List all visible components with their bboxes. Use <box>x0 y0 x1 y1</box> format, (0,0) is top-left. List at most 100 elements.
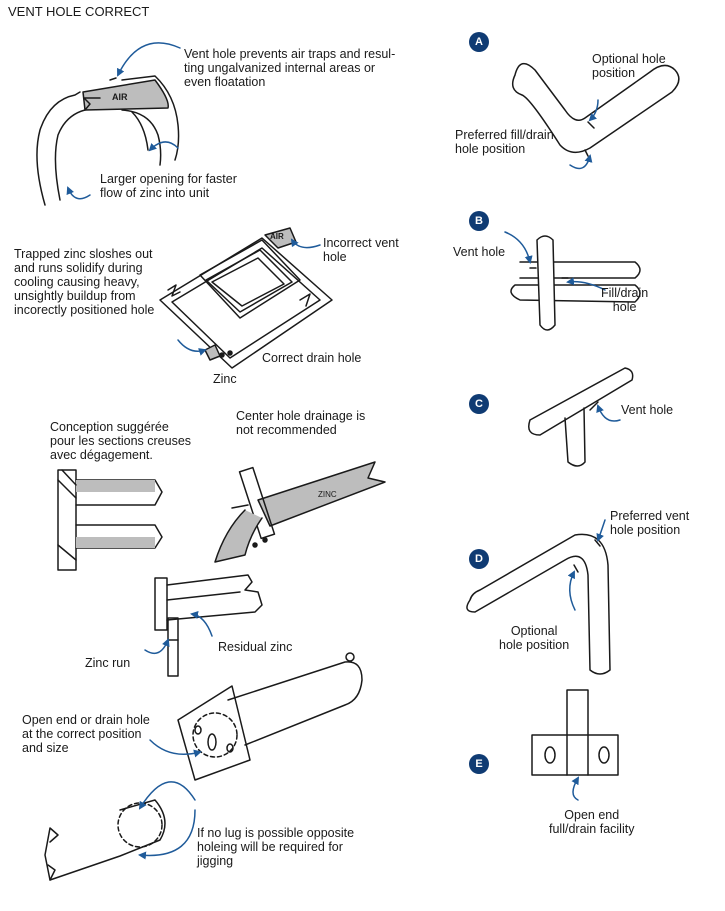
incorrect-vent-label: Incorrect vent hole <box>323 236 399 264</box>
tube-inner-wall-right <box>121 109 162 166</box>
diagram-e <box>531 689 619 801</box>
bolt-hole-right <box>598 746 610 764</box>
tube-bottom-hatch <box>76 537 155 548</box>
tube-outer-wall-right <box>121 75 180 161</box>
e-open-end-label: Open end full/drain facility <box>549 808 635 836</box>
vertical-pipe <box>536 235 556 331</box>
pipe-end-outline <box>192 712 238 758</box>
tee-top-plate <box>154 577 168 631</box>
vent-note-label: Vent hole prevents air traps and resul- … <box>184 47 396 89</box>
frame-diagram <box>159 227 333 369</box>
diagram-b <box>504 231 641 331</box>
hole-marks <box>573 539 601 573</box>
diagram-c <box>528 367 634 467</box>
residual-zinc-arrow <box>190 610 213 637</box>
zinc-run-arrow <box>144 638 170 655</box>
frame-mid <box>199 239 301 319</box>
zinc-drop-2 <box>227 350 233 356</box>
tee-residual-diagram <box>144 574 263 677</box>
zinc-label: Zinc <box>213 372 237 386</box>
pipe-body <box>227 661 363 746</box>
a-preferred-label: Preferred fill/drain hole position <box>455 128 554 156</box>
end-plate <box>57 469 77 571</box>
a-optional-label: Optional hole position <box>592 52 666 80</box>
b-vent-label: Vent hole <box>453 245 506 259</box>
c-vent-label: Vent hole <box>621 403 674 417</box>
zinc-filled-tube <box>257 461 386 527</box>
zinc-run-label: Zinc run <box>85 656 131 670</box>
zinc-buildup <box>204 344 221 361</box>
vent-arrow <box>596 404 621 422</box>
open-end-label: Open end or drain hole at the correct po… <box>22 713 150 755</box>
tube-top-hatch <box>76 480 155 492</box>
vent-arrow <box>504 231 533 264</box>
no-lug-label: If no lug is possible opposite holeing w… <box>197 826 355 868</box>
bottom-hole-arrow <box>138 809 196 860</box>
tube-outer-wall-left <box>36 91 81 206</box>
tube-break-mark <box>83 97 101 111</box>
b-fill-label: Fill/drain hole <box>601 286 649 314</box>
hollow-section-diagram <box>57 469 163 571</box>
center-hole-label: Center hole drainage is not recommended <box>236 409 366 437</box>
trapped-zinc-label: Trapped zinc sloshes out and runs solidi… <box>14 247 155 317</box>
air-pocket <box>82 79 169 111</box>
base-plate <box>531 734 619 776</box>
residual-zinc-label: Residual zinc <box>218 640 293 654</box>
bolt-hole-left <box>544 746 556 764</box>
frame-break-right <box>299 293 311 307</box>
hole-mark <box>589 401 599 411</box>
frame-window-inner <box>211 257 285 307</box>
pipe-break <box>47 864 56 881</box>
diagram-a <box>511 62 680 170</box>
trapped-zinc-arrow <box>177 339 207 356</box>
diagram-d <box>466 519 611 675</box>
drain-hole <box>207 733 217 751</box>
end-plate <box>177 685 251 781</box>
page-title: VENT HOLE CORRECT <box>8 4 150 19</box>
optional-arrow <box>588 99 599 122</box>
d-optional-label: Optional hole position <box>499 624 570 652</box>
center-hole-diagram <box>214 461 386 563</box>
hole-marks <box>584 121 595 157</box>
horizontal-pipe <box>528 367 634 436</box>
d-preferred-label: Preferred vent hole position <box>610 509 690 537</box>
pipe-end-circle <box>117 802 163 848</box>
frame-window-outer <box>205 249 293 313</box>
center-plate <box>238 466 276 540</box>
open-end-arrow <box>149 739 202 758</box>
badge-c: C <box>469 394 489 414</box>
pipe-outline <box>44 799 166 881</box>
air-label: AIR <box>112 92 128 102</box>
no-lug-pipe-diagram <box>44 781 196 881</box>
tube-inner-wall-left <box>54 109 86 201</box>
preferred-arrow <box>596 519 606 542</box>
vent-hole-arrow <box>117 42 181 77</box>
tee-tube <box>166 574 263 621</box>
fill-arrow <box>566 277 606 291</box>
lug <box>345 652 355 662</box>
horizontal-pipe <box>510 284 641 303</box>
zinc-spill <box>214 509 263 563</box>
bolt-hole-2 <box>226 743 234 753</box>
opening-arrow <box>148 141 179 152</box>
opening-label: Larger opening for faster flow of zinc i… <box>100 172 237 200</box>
correct-drain-label: Correct drain hole <box>262 351 362 365</box>
vent-hole-gap <box>109 77 117 81</box>
bent-pipe <box>511 62 680 154</box>
incorrect-vent-arrow <box>290 238 321 249</box>
vertical-pipe <box>564 407 586 467</box>
zinc-fill-label: ZINC <box>318 490 337 499</box>
weld-hatch <box>57 469 77 561</box>
end-plate-pipe-diagram <box>149 652 363 781</box>
badge-b: B <box>469 211 489 231</box>
badge-d: D <box>469 549 489 569</box>
spill-drop <box>252 542 258 548</box>
horizontal-pipe-top <box>519 261 641 279</box>
opening-arrow-2 <box>66 186 91 200</box>
frame-air-label: AIR <box>270 232 284 241</box>
badge-a: A <box>469 32 489 52</box>
tube-inner-wall-right-2 <box>131 111 149 151</box>
spill-drop-2 <box>262 537 268 543</box>
bolt-hole <box>194 725 202 735</box>
